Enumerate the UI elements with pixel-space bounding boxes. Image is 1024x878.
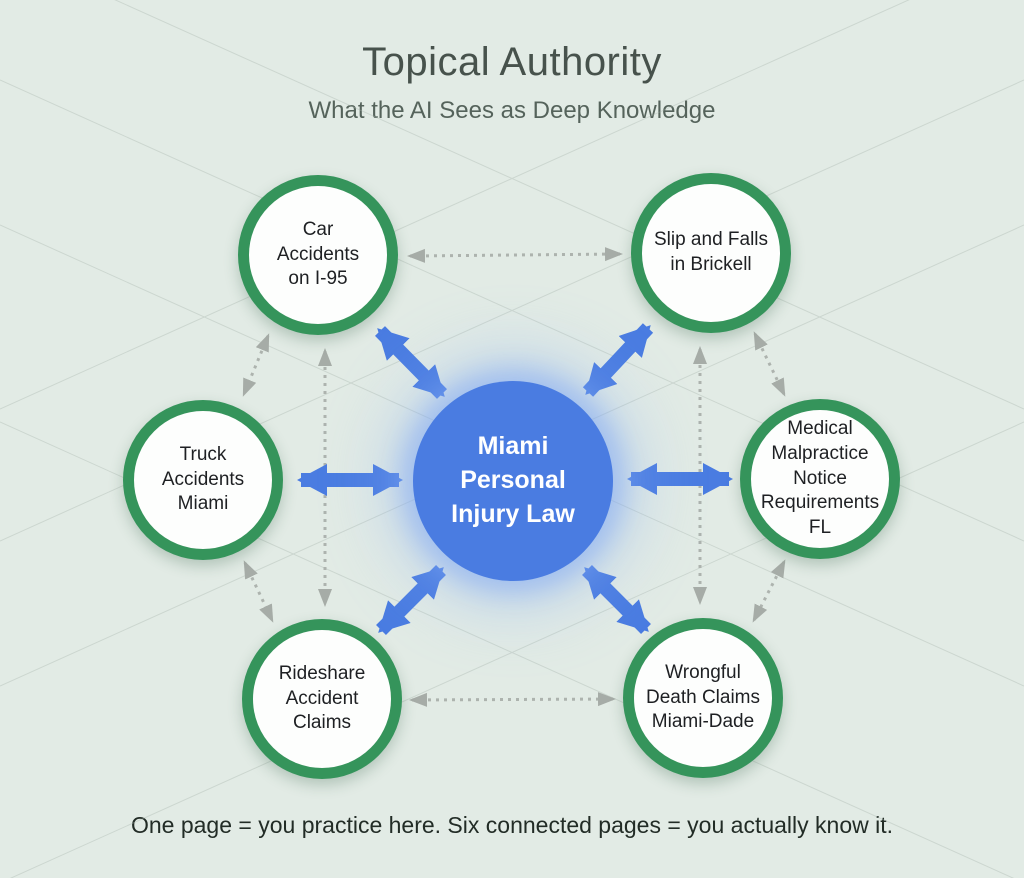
node-rideshare-accident-claims: Rideshare Accident Claims — [242, 619, 402, 779]
dashed-arrow-right-bottomright — [752, 559, 786, 623]
node-label: Wrongful Death Claims Miami-Dade — [645, 661, 761, 733]
node-slip-and-falls-brickell: Slip and Falls in Brickell — [631, 173, 791, 333]
hub-circle-miami-personal-injury-law: Miami Personal Injury Law — [413, 381, 613, 581]
node-wrongful-death-miami-dade: Wrongful Death Claims Miami-Dade — [623, 618, 783, 778]
dashed-arrow-left-bottomleft — [243, 560, 274, 623]
footer-caption: One page = you practice here. Six connec… — [130, 812, 894, 838]
node-medical-malpractice-fl: Medical Malpractice Notice Requirements … — [740, 399, 900, 559]
hub-label: Miami Personal Injury Law — [451, 432, 575, 528]
blue-arrow-hub-rideshare — [376, 565, 446, 635]
blue-arrow-hub-wrongful — [582, 565, 651, 634]
page-title: Topical Authority — [362, 40, 662, 84]
blue-arrow-hub-slip — [582, 323, 654, 397]
node-truck-accidents-miami: Truck Accidents Miami — [123, 400, 283, 560]
node-car-accidents-i95: Car Accidents on I-95 — [238, 175, 398, 335]
dashed-arrow-top — [407, 247, 623, 263]
blue-arrow-hub-car — [375, 326, 447, 399]
node-label: Slip and Falls in Brickell — [653, 229, 769, 275]
node-label: Medical Malpractice Notice Requirements … — [760, 418, 880, 539]
dashed-arrow-topleft-left — [242, 333, 270, 397]
node-label: Truck Accidents Miami — [161, 443, 245, 515]
page-subtitle: What the AI Sees as Deep Knowledge — [308, 97, 716, 124]
dashed-arrow-bottom — [409, 692, 616, 707]
node-label: Car Accidents on I-95 — [276, 218, 360, 290]
dashed-arrow-topright-right — [753, 331, 786, 397]
node-label: Rideshare Accident Claims — [278, 662, 366, 734]
